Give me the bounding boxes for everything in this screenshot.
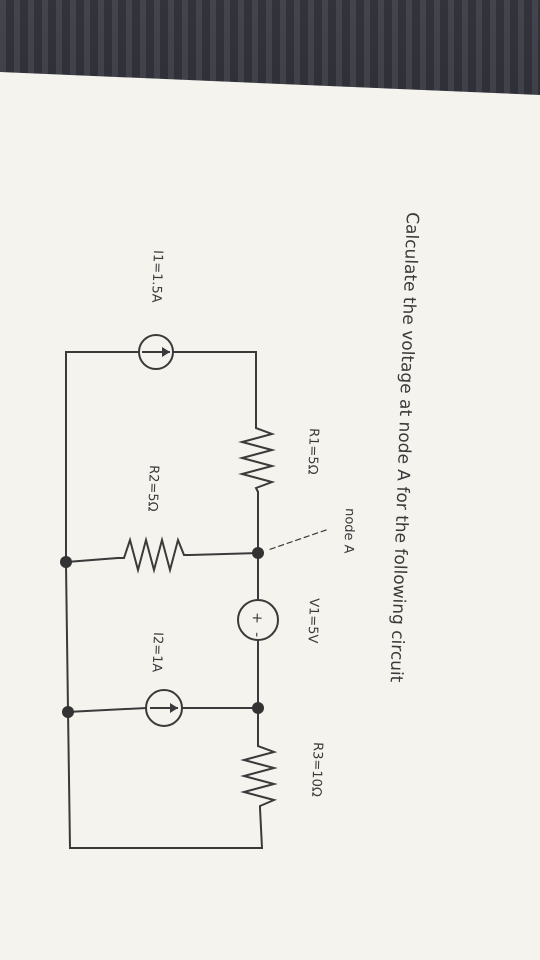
r1-resistor [238, 418, 276, 493]
r2-branch-wire [64, 551, 260, 564]
i2-branch-wire [66, 706, 259, 714]
v1-label: V1=5V [304, 598, 321, 644]
v1-minus-sign: - [249, 632, 265, 638]
i2-label: I2=1A [149, 632, 165, 673]
i1-label: I1=1.5A [148, 250, 165, 303]
node-a-pointer [267, 529, 327, 551]
v1-source: + - [237, 599, 279, 641]
bottom-left-dot [60, 556, 72, 568]
r3-resistor [240, 738, 278, 808]
r2-label: R2=5Ω [144, 465, 161, 512]
bottom-right-dot [62, 706, 74, 718]
i2-source [145, 689, 183, 727]
node-a-dot [252, 547, 264, 559]
paper-sheet [0, 72, 540, 960]
node-a-label: node A [340, 508, 357, 554]
node-right-dot [252, 702, 264, 714]
i1-source [138, 334, 174, 370]
r1-label: R1=5Ω [304, 428, 321, 475]
r3-label: R3=10Ω [308, 742, 325, 797]
junction-dots [60, 547, 264, 718]
bottom-left-wire [65, 351, 72, 850]
circuit-wires [64, 351, 327, 850]
v1-plus-sign: + [249, 612, 265, 624]
r2-resistor [118, 536, 190, 574]
